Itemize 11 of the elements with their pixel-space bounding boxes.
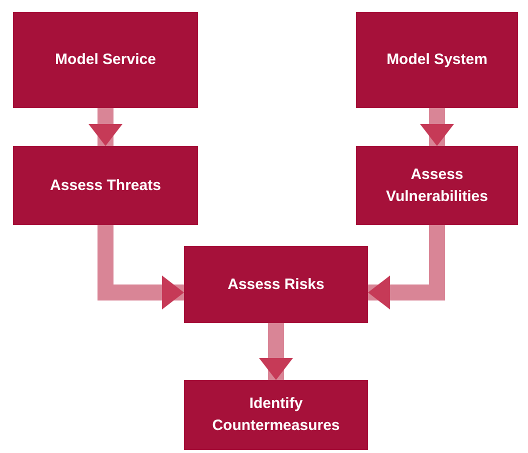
arrow <box>420 108 454 146</box>
arrow <box>88 108 122 146</box>
arrow <box>98 225 184 310</box>
process-box: Assess Vulnerabilities <box>356 146 518 225</box>
process-box: Model Service <box>13 12 198 108</box>
process-box: Assess Risks <box>184 246 368 323</box>
process-box: Identify Countermeasures <box>184 380 368 450</box>
process-box: Assess Threats <box>13 146 198 225</box>
arrow <box>368 225 445 310</box>
process-box: Model System <box>356 12 518 108</box>
arrow <box>259 323 293 380</box>
